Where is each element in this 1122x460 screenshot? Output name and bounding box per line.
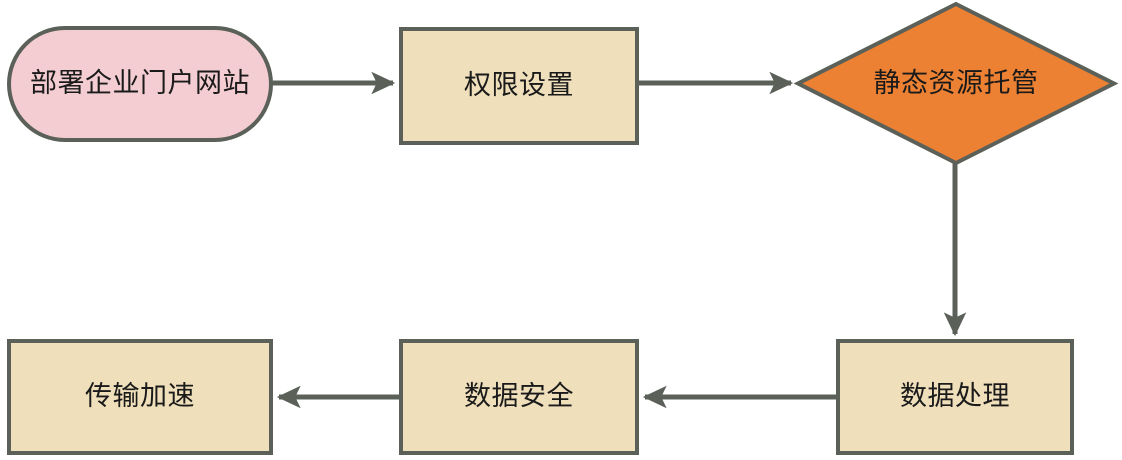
node-shape-diamond <box>793 1 1119 166</box>
node-shape-rect <box>399 27 639 145</box>
node-static-resource-hosting[interactable] <box>793 1 1119 166</box>
node-deploy-portal[interactable] <box>7 26 273 142</box>
node-shape-rect <box>399 339 639 455</box>
node-shape-stadium <box>7 26 273 142</box>
node-data-processing[interactable] <box>836 339 1074 455</box>
node-transmission-acceleration[interactable] <box>7 339 273 455</box>
node-permission-settings[interactable] <box>399 27 639 145</box>
node-shape-rect <box>836 339 1074 455</box>
node-shape-rect <box>7 339 273 455</box>
node-data-security[interactable] <box>399 339 639 455</box>
